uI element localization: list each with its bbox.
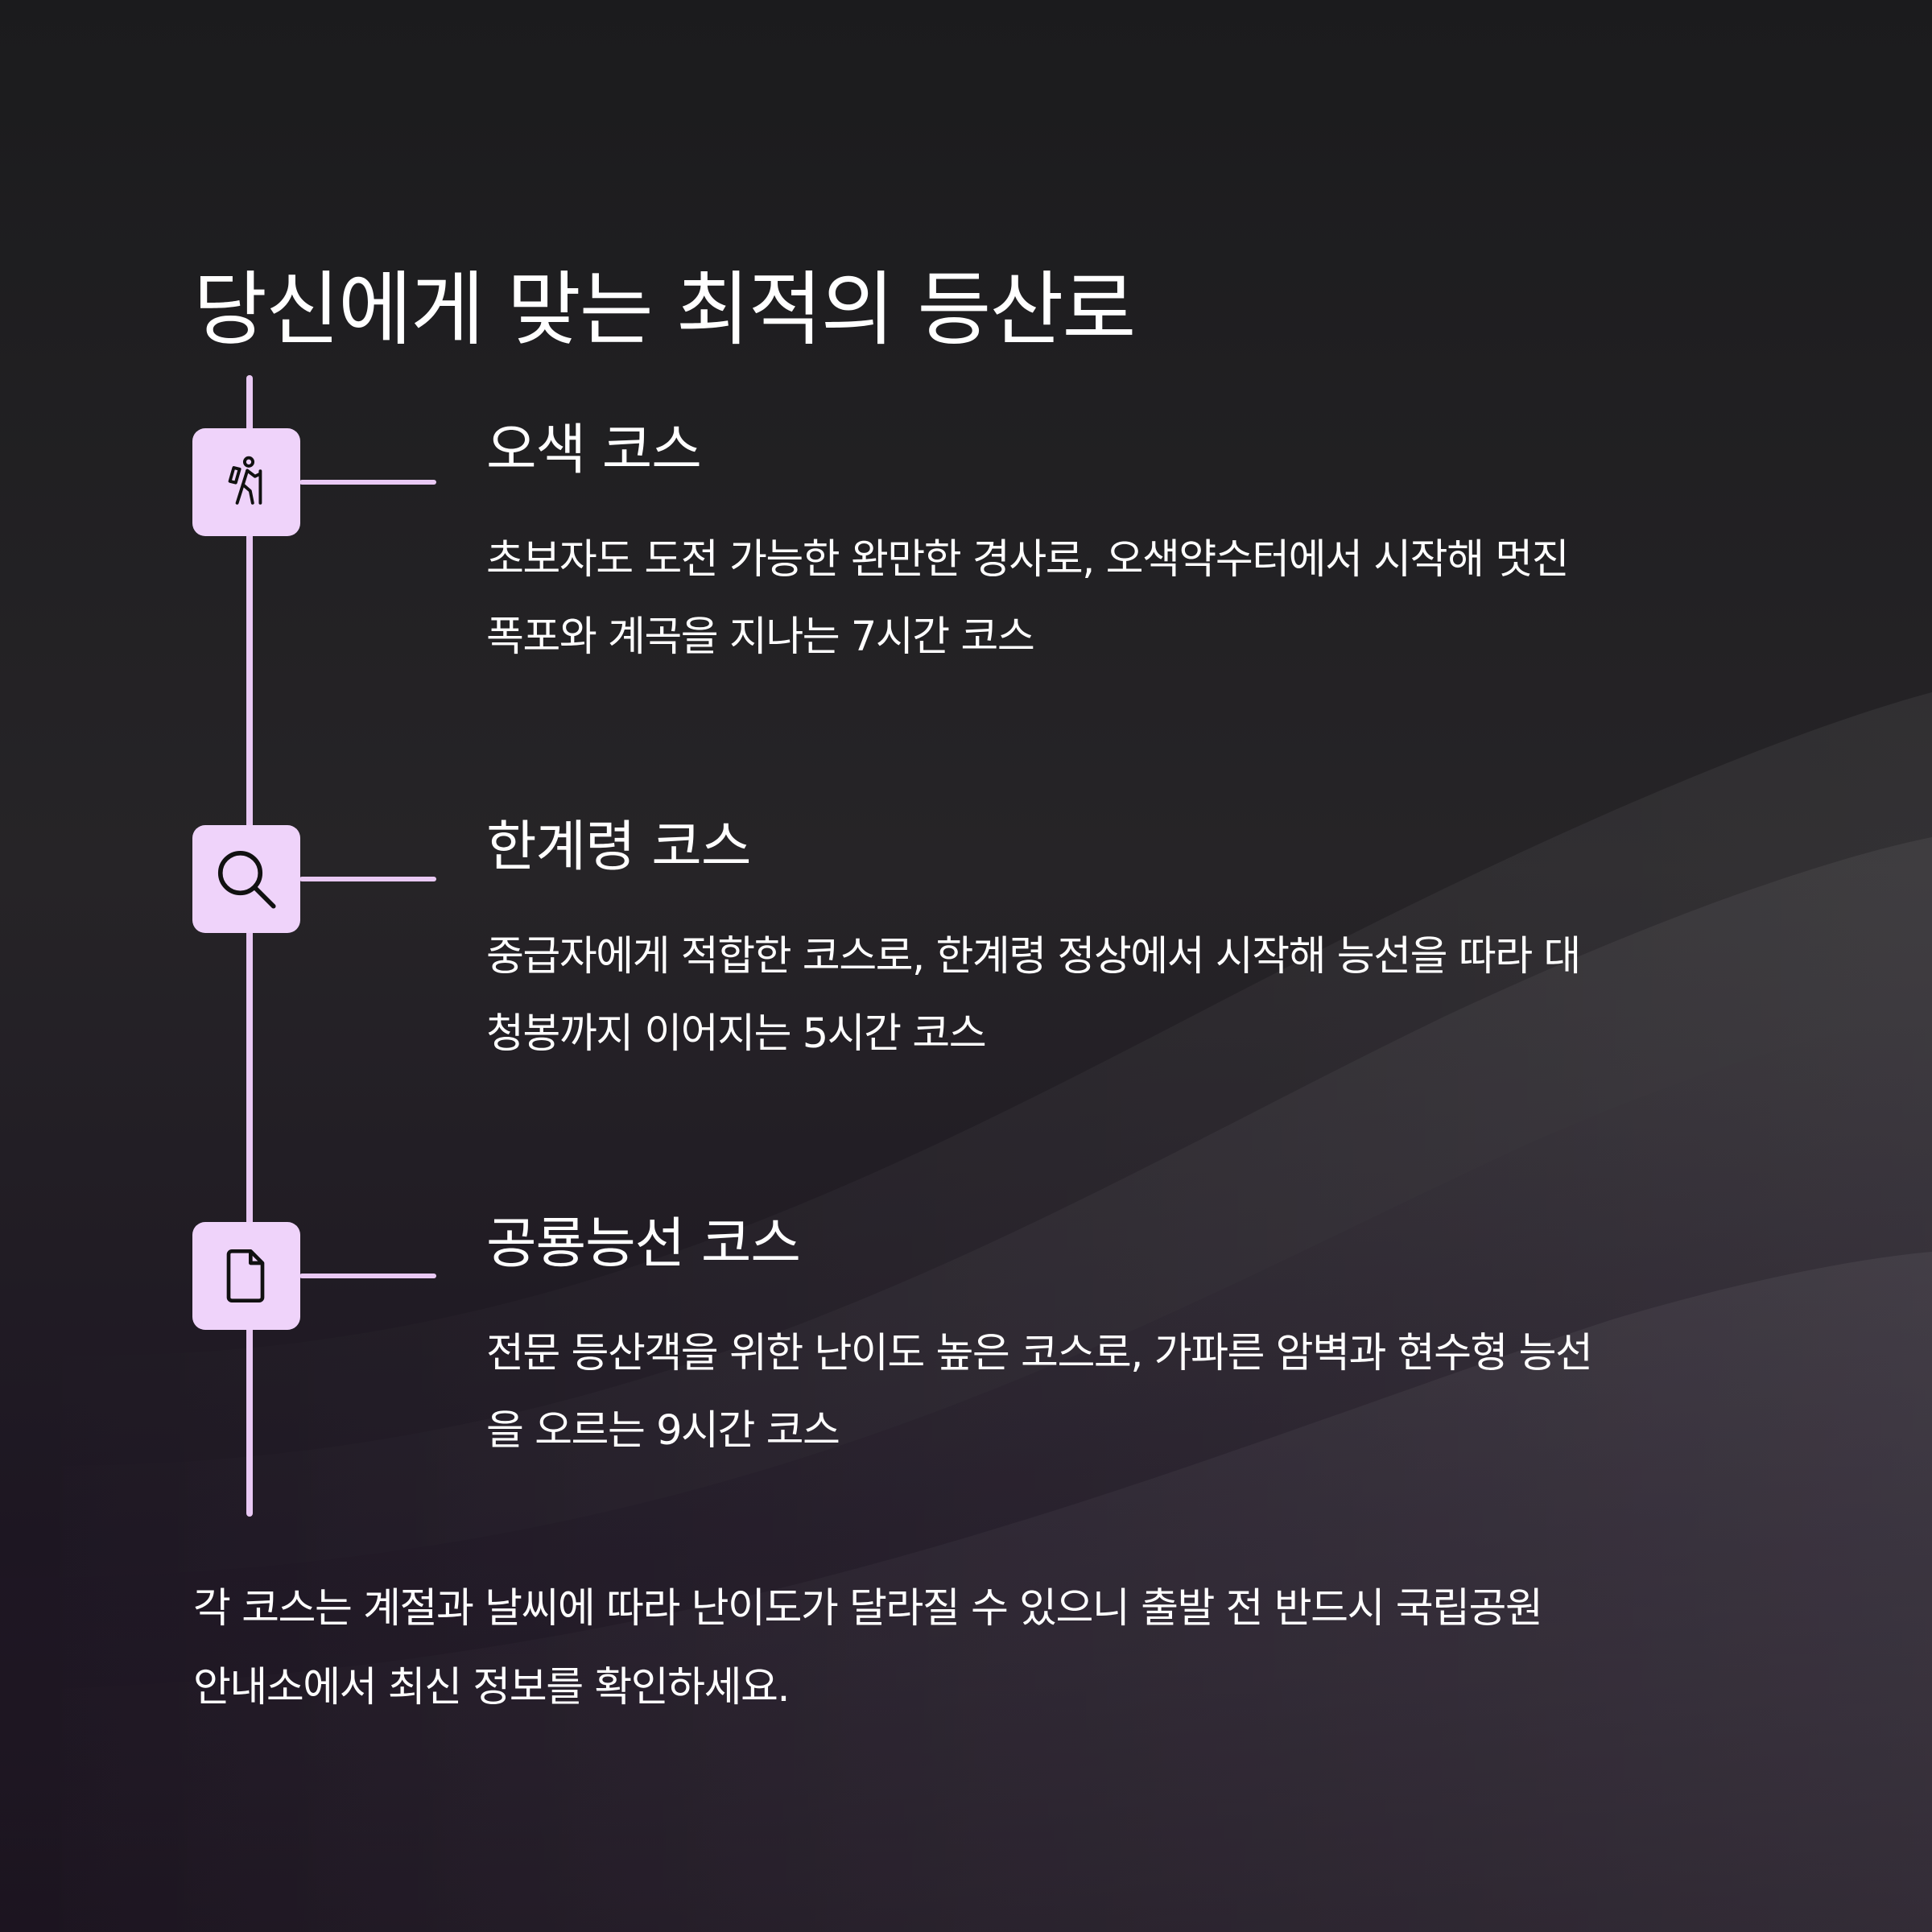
course-icon-box <box>192 825 300 933</box>
page-title: 당신에게 맞는 최적의 등산로 <box>193 262 1136 357</box>
course-description-gongryong: 전문 등산객을 위한 난이도 높은 코스로, 가파른 암벽과 현수형 능선 을 … <box>486 1315 1758 1470</box>
course-description-oseak: 초보자도 도전 가능한 완만한 경사로, 오색약수터에서 시작해 멋진 폭포와 … <box>486 522 1758 676</box>
timeline-line <box>246 375 253 1517</box>
timeline-connector <box>299 1274 436 1278</box>
description-line: 중급자에게 적합한 코스로, 한계령 정상에서 시작해 능선을 따라 대 <box>486 933 1581 980</box>
description-line: 전문 등산객을 위한 난이도 높은 코스로, 가파른 암벽과 현수형 능선 <box>486 1330 1593 1377</box>
footer-line: 각 코스는 계절과 날씨에 따라 난이도가 달라질 수 있으니 출발 전 반드시… <box>193 1585 1543 1633</box>
timeline-connector <box>299 877 436 881</box>
course-icon-box <box>192 1222 300 1330</box>
hiker-icon <box>228 456 262 505</box>
description-line: 청봉까지 이어지는 5시간 코스 <box>486 1010 987 1058</box>
course-title-gongryong: 공룡능선 코스 <box>486 1212 801 1276</box>
description-line: 폭포와 계곡을 지나는 7시간 코스 <box>486 613 1035 661</box>
document-icon <box>226 1249 265 1302</box>
footer-line: 안내소에서 최신 정보를 확인하세요. <box>193 1664 791 1711</box>
footer-note: 각 코스는 계절과 날씨에 따라 난이도가 달라질 수 있으니 출발 전 반드시… <box>193 1570 1771 1728</box>
course-description-hangyeryeong: 중급자에게 적합한 코스로, 한계령 정상에서 시작해 능선을 따라 대 청봉까… <box>486 919 1758 1073</box>
description-line: 초보자도 도전 가능한 완만한 경사로, 오색약수터에서 시작해 멋진 <box>486 536 1570 584</box>
course-icon-box <box>192 428 300 536</box>
course-title-oseak: 오색 코스 <box>486 419 702 482</box>
description-line: 을 오르는 9시간 코스 <box>486 1407 840 1455</box>
search-icon <box>217 850 276 909</box>
course-title-hangyeryeong: 한계령 코스 <box>486 815 751 879</box>
timeline-connector <box>299 480 436 485</box>
